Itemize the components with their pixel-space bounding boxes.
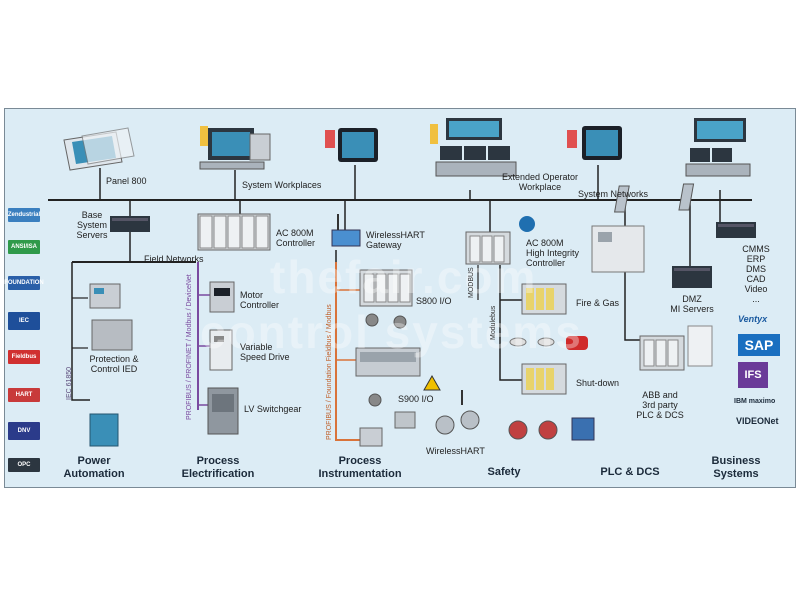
profibus-elec-label: PROFIBUS / PROFINET / Modbus / DeviceNet [186,274,193,420]
ac800m-controller-label: AC 800M Controller [276,228,316,248]
ventyx-logo: Ventyx [738,314,768,324]
power-ied-blue-icon [89,413,119,447]
dmz-mi-servers-label: DMZ MI Servers [670,294,714,314]
variable-speed-drive-label: Variable Speed Drive [240,342,290,362]
fire-gas-io-icon [509,283,588,350]
base-servers-label: Base System Servers [76,210,108,240]
field-networks-label: Field Networks [144,254,204,264]
fire-gas-label: Fire & Gas [576,298,620,308]
wirelesshart-gateway-label: WirelessHART Gateway [366,230,425,250]
wirelesshart-label: WirelessHART [426,446,485,456]
logo-badge: HART [8,388,40,402]
field-box-icon [359,427,383,447]
ex-hazard-icon [423,374,441,391]
tablet-icon [325,128,378,162]
logo-badge: DNV [8,422,40,440]
business-systems-list: CMMS ERP DMS CAD Video ... [742,244,770,304]
category-process-instrumentation: Process Instrumentation [318,455,402,480]
wirelesshart-gateway-icon [331,214,361,247]
profibus-instr-label: PROFIBUS / Foundation Fieldbus / Modbus [326,304,333,440]
ac800m-hi-label: AC 800M High Integrity Controller [526,238,580,268]
tablet-icon-2 [567,126,622,160]
s900-io-label: S900 I/O [398,394,434,404]
protection-ied-icon [89,283,133,351]
modbus-label: MODBUS [468,267,475,298]
sap-logo: SAP [738,334,780,356]
logo-badge: ANSI/ISA [8,240,40,254]
motor-controller-label: Motor Controller [240,290,280,310]
iec61850-label: IEC 61850 [66,366,73,400]
s800-io-label: S800 I/O [416,296,452,306]
ibm-maximo-logo: IBM maximo [734,398,776,405]
s900-io-icon [355,347,421,429]
protection-ied-label: Protection & Control IED [89,354,139,374]
videonet-logo: VIDEONet [736,416,779,426]
lv-switchgear-label: LV Switchgear [244,404,302,414]
firewall-icon [614,183,695,213]
operator-workplace-icon [430,118,517,177]
panel800-label: Panel 800 [106,176,147,186]
abb-3rd-party-label: ABB and 3rd party PLC & DCS [636,390,684,420]
third-party-controller-icon [591,225,645,273]
base-server-icon [110,216,150,232]
watermark-text-2: control systems [200,306,583,358]
category-safety: Safety [487,466,521,478]
logo-badge: Zendustrial [8,208,40,222]
category-business-systems: Business Systems [711,455,761,480]
category-process-electrification: Process Electrification [181,455,255,480]
logo-badge: FOUNDATION [4,276,44,290]
lv-switchgear-icon [207,387,239,435]
modulebus-label: Modulebus [490,305,497,340]
logo-badge: Fieldbus [8,350,40,364]
ac800m-controller-icon [197,213,271,251]
category-plc-dcs: PLC & DCS [600,466,660,478]
profibus-instr-line [335,262,360,441]
s800-io-icon [359,269,413,329]
logo-badge: OPC [8,458,40,472]
watermark-text: thefair.com [270,251,538,303]
business-workplace-icon [685,118,751,177]
category-power-automation: Power Automation [63,455,125,480]
motor-controller-icon [209,281,235,313]
wirelesshart-device-icon [435,390,480,435]
plc-rack-icon [639,325,713,371]
shut-down-label: Shut-down [576,378,620,388]
system-networks-label: System Networks [578,189,649,199]
system-workplaces-icon [199,126,271,170]
ac800m-hi-icon [465,216,535,265]
business-server-icon [716,222,756,238]
power-automation-line [71,262,90,401]
system-workplaces-label: System Workplaces [242,180,322,190]
ifs-logo: IFS [738,362,768,388]
dmz-server-icon [672,266,712,288]
modulebus-line [499,265,522,381]
shutdown-io-icon [508,363,595,441]
variable-speed-drive-icon [209,329,233,371]
logo-badge: IEC [8,312,40,330]
operator-workplace-label: Extended Operator Workplace [501,172,579,192]
panel800-icon [63,127,135,171]
